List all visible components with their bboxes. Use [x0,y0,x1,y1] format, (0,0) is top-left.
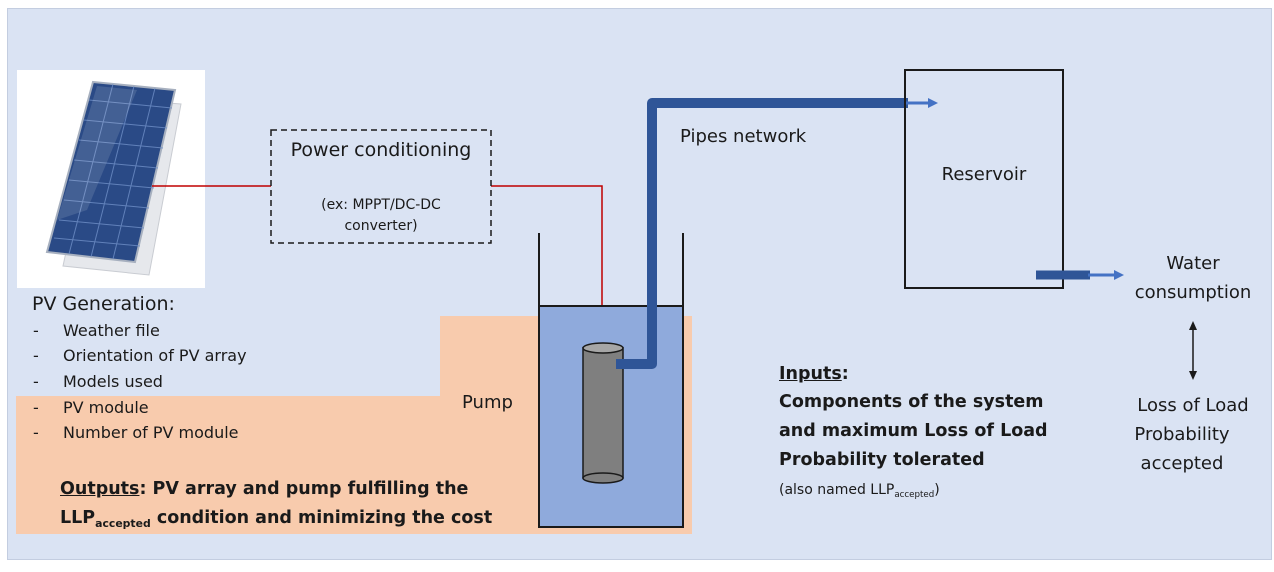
pump-bottom [583,473,623,483]
pump-label: Pump [462,392,513,413]
pipes-network-label: Pipes network [680,126,806,147]
loss-of-load-label-1: Loss of Load [1120,395,1266,416]
inputs-heading: Inputs [779,364,842,384]
pv-generation-item: -Orientation of PV array [33,346,247,365]
water-consumption-label-2: consumption [1120,282,1266,303]
outputs-heading: Outputs [60,479,139,499]
power-conditioning-detail-2: converter) [271,218,491,234]
water-consumption-label-1: Water [1120,253,1266,274]
pv-generation-item: -Models used [33,372,163,391]
power-conditioning-title: Power conditioning [271,139,491,161]
reservoir-label: Reservoir [905,164,1063,185]
pv-generation-title: PV Generation: [32,293,175,315]
inputs-note: (also named LLPaccepted) [779,482,940,498]
arrow-down-head [1189,371,1197,380]
pv-generation-item: -Number of PV module [33,423,239,442]
arrow-up-head [1189,321,1197,330]
pv-generation-item: -Weather file [33,321,160,340]
outputs-line-1: Outputs: PV array and pump fulfilling th… [60,479,468,499]
pv-generation-item: -PV module [33,398,149,417]
arrow-into-reservoir [928,98,938,108]
pump-top [583,343,623,353]
inputs-heading-line: Inputs: [779,364,849,384]
inputs-line-2: and maximum Loss of Load [779,421,1048,441]
power-conditioning-detail-1: (ex: MPPT/DC-DC [271,197,491,213]
loss-of-load-label-2: Probability [1120,424,1244,445]
inputs-line-1: Components of the system [779,392,1044,412]
outputs-line-2: LLPaccepted condition and minimizing the… [60,508,492,528]
inputs-line-3: Probability tolerated [779,450,985,470]
loss-of-load-label-3: accepted [1120,453,1244,474]
